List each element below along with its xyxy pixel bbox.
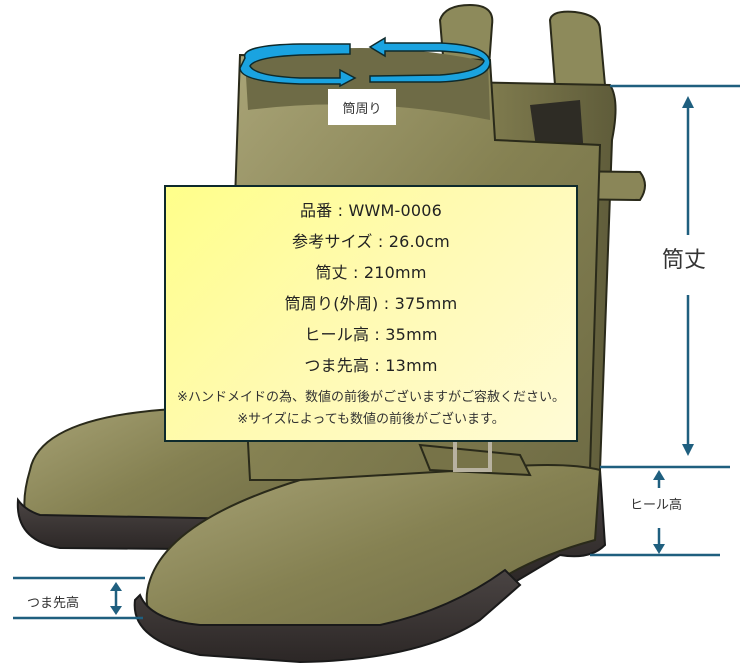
shaft-height: 筒丈 : 210mm [315,263,427,282]
heel-height-dimension [590,465,730,557]
toe-height-dimension [13,576,145,620]
reference-size: 参考サイズ : 26.0cm [292,232,450,251]
toe-height-label: つま先高 [27,596,80,611]
handmade-note: ※ハンドメイドの為、数値の前後がございますがご容赦ください。 [177,390,565,405]
heel-height-label: ヒール高 [630,498,683,513]
circumference-label: 筒周り [328,89,396,125]
shaft-height-label: 筒丈 [662,248,707,273]
heel-height: ヒール高 : 35mm [304,325,438,344]
circumference-arrow-icon [239,36,491,88]
product-number: 品番 : WWM-0006 [299,201,443,220]
shaft-circumference: 筒周り(外周) : 375mm [284,294,458,313]
product-spec-box: 品番 : WWM-0006 参考サイズ : 26.0cm 筒丈 : 210mm … [164,185,578,442]
shaft-height-dimension [610,84,740,456]
toe-height: つま先高 : 13mm [304,356,438,375]
size-variation-note: ※サイズによっても数値の前後がございます。 [237,412,505,427]
